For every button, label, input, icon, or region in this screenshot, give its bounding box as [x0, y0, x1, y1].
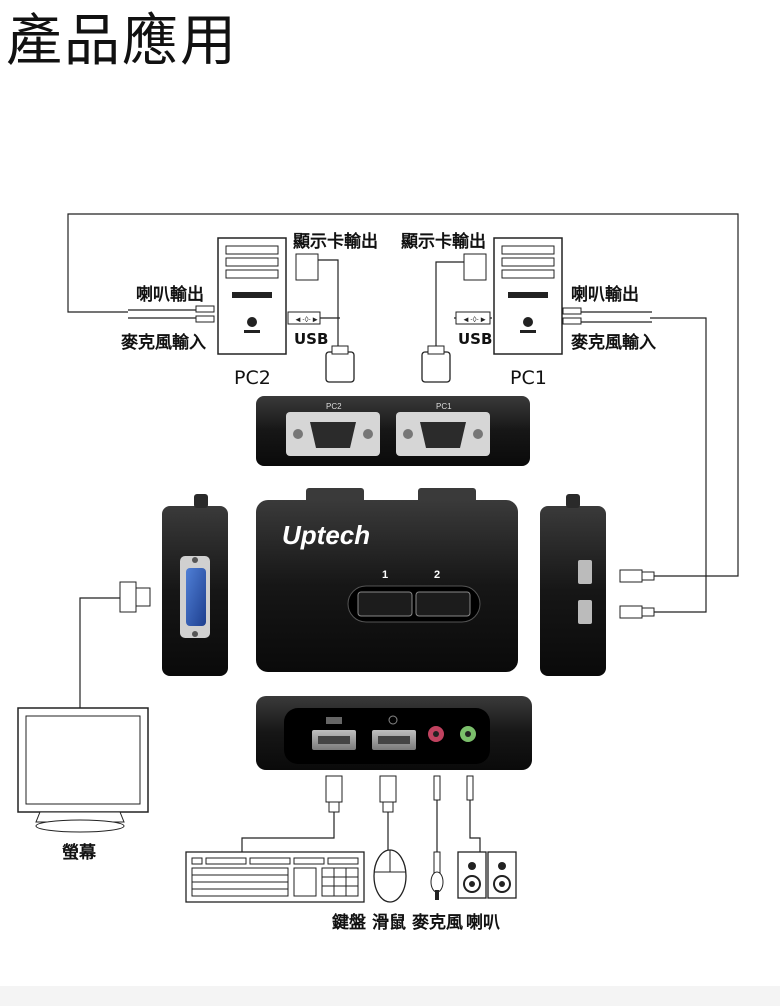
page-bottom-band — [0, 986, 780, 1006]
svg-text:◄·◊·►: ◄·◊·► — [294, 315, 319, 324]
usb-cable-plugs-right — [619, 569, 655, 619]
label-vga-out-pc1: 顯示卡輸出 — [401, 231, 486, 252]
brand-logo: Uptech — [282, 520, 370, 550]
speaker-plug — [466, 775, 474, 801]
switch-button-1[interactable] — [358, 592, 412, 616]
mouse — [373, 849, 407, 903]
svg-text:◄·◊·►: ◄·◊·► — [462, 315, 487, 324]
label-speaker-out-pc1: 喇叭輸出 — [571, 284, 639, 305]
kvm-main-top: Uptech 1 2 — [256, 488, 518, 672]
front-usb-keyboard-port[interactable] — [312, 730, 356, 750]
label-monitor: 螢幕 — [62, 842, 97, 863]
label-vga-out-pc2: 顯示卡輸出 — [293, 231, 378, 252]
port-label-pc1: PC1 — [436, 402, 452, 411]
mouse-usb-plug — [379, 775, 397, 813]
monitor — [17, 707, 149, 833]
label-pc1: PC1 — [510, 367, 547, 389]
kvm-front-panel — [256, 696, 532, 770]
label-usb-pc2: USB — [294, 330, 328, 348]
label-pc2: PC2 — [234, 367, 271, 389]
pc1-usb-plug: ◄·◊·► — [455, 311, 491, 325]
label-mouse: 滑鼠 — [372, 912, 406, 933]
label-speaker-out-pc2: 喇叭輸出 — [136, 284, 204, 305]
front-usb-mouse-port[interactable] — [372, 730, 416, 750]
pc1-vga-plug — [421, 253, 487, 383]
pc1-audio-plugs — [562, 307, 582, 325]
mic-plug — [433, 775, 441, 801]
label-mic-in-pc1: 麥克風輸入 — [570, 332, 656, 353]
port-label-pc2: PC2 — [326, 402, 342, 411]
pc2-audio-plugs — [195, 305, 215, 323]
label-mic-in-pc2: 麥克風輸入 — [120, 332, 206, 353]
speakers — [457, 851, 517, 899]
button-2-label: 2 — [434, 569, 440, 581]
speaker-jack[interactable] — [460, 726, 476, 742]
label-speaker: 喇叭 — [466, 912, 500, 933]
kvm-back-panel: PC2 PC1 — [256, 396, 530, 466]
label-usb-pc1: USB — [458, 330, 492, 348]
kvm-left-side — [162, 494, 228, 676]
pc2-tower — [217, 237, 287, 355]
keyboard-usb-plug — [325, 775, 343, 813]
keyboard — [185, 851, 365, 903]
switch-button-2[interactable] — [416, 592, 470, 616]
microphone — [430, 851, 444, 900]
pc1-tower — [493, 237, 563, 355]
button-1-label: 1 — [382, 569, 388, 581]
pc2-vga-plug — [295, 253, 355, 383]
page-title: 產品應用 — [6, 9, 238, 74]
label-microphone: 麥克風 — [411, 912, 463, 933]
mic-jack[interactable] — [428, 726, 444, 742]
monitor-vga-plug — [119, 581, 151, 613]
pc2-usb-plug: ◄·◊·► — [287, 311, 321, 325]
label-keyboard: 鍵盤 — [332, 912, 367, 933]
kvm-right-side — [540, 494, 606, 676]
